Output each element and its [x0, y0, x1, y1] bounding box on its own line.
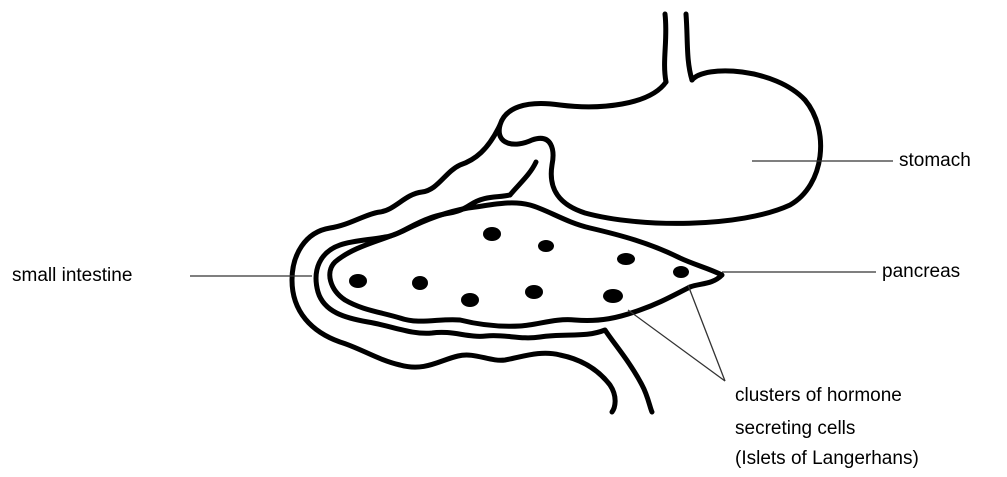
islet: [617, 253, 635, 265]
islet: [412, 276, 428, 290]
islets-leader-line-2: [688, 285, 725, 381]
islet: [673, 266, 689, 278]
stomach-label: stomach: [899, 150, 971, 172]
islet: [603, 289, 623, 303]
pancreas-label: pancreas: [882, 261, 960, 283]
islets-label-line-3: (Islets of Langerhans): [735, 448, 919, 470]
islet: [538, 240, 554, 252]
small-intestine-label: small intestine: [12, 265, 132, 287]
islets-label-line-1: clusters of hormone: [735, 385, 902, 407]
esophagus: [665, 14, 692, 82]
pylorus: [510, 162, 536, 195]
islet: [483, 227, 501, 241]
small-intestine: [292, 125, 615, 412]
small-intestine-inner-wall: [316, 195, 652, 412]
islet: [461, 293, 479, 307]
islet: [349, 274, 367, 288]
leader-lines: [190, 161, 893, 381]
islets-leader-line-1: [628, 310, 725, 381]
stomach: [499, 71, 820, 224]
islets-label-line-2: secreting cells: [735, 418, 855, 440]
islet: [525, 285, 543, 299]
